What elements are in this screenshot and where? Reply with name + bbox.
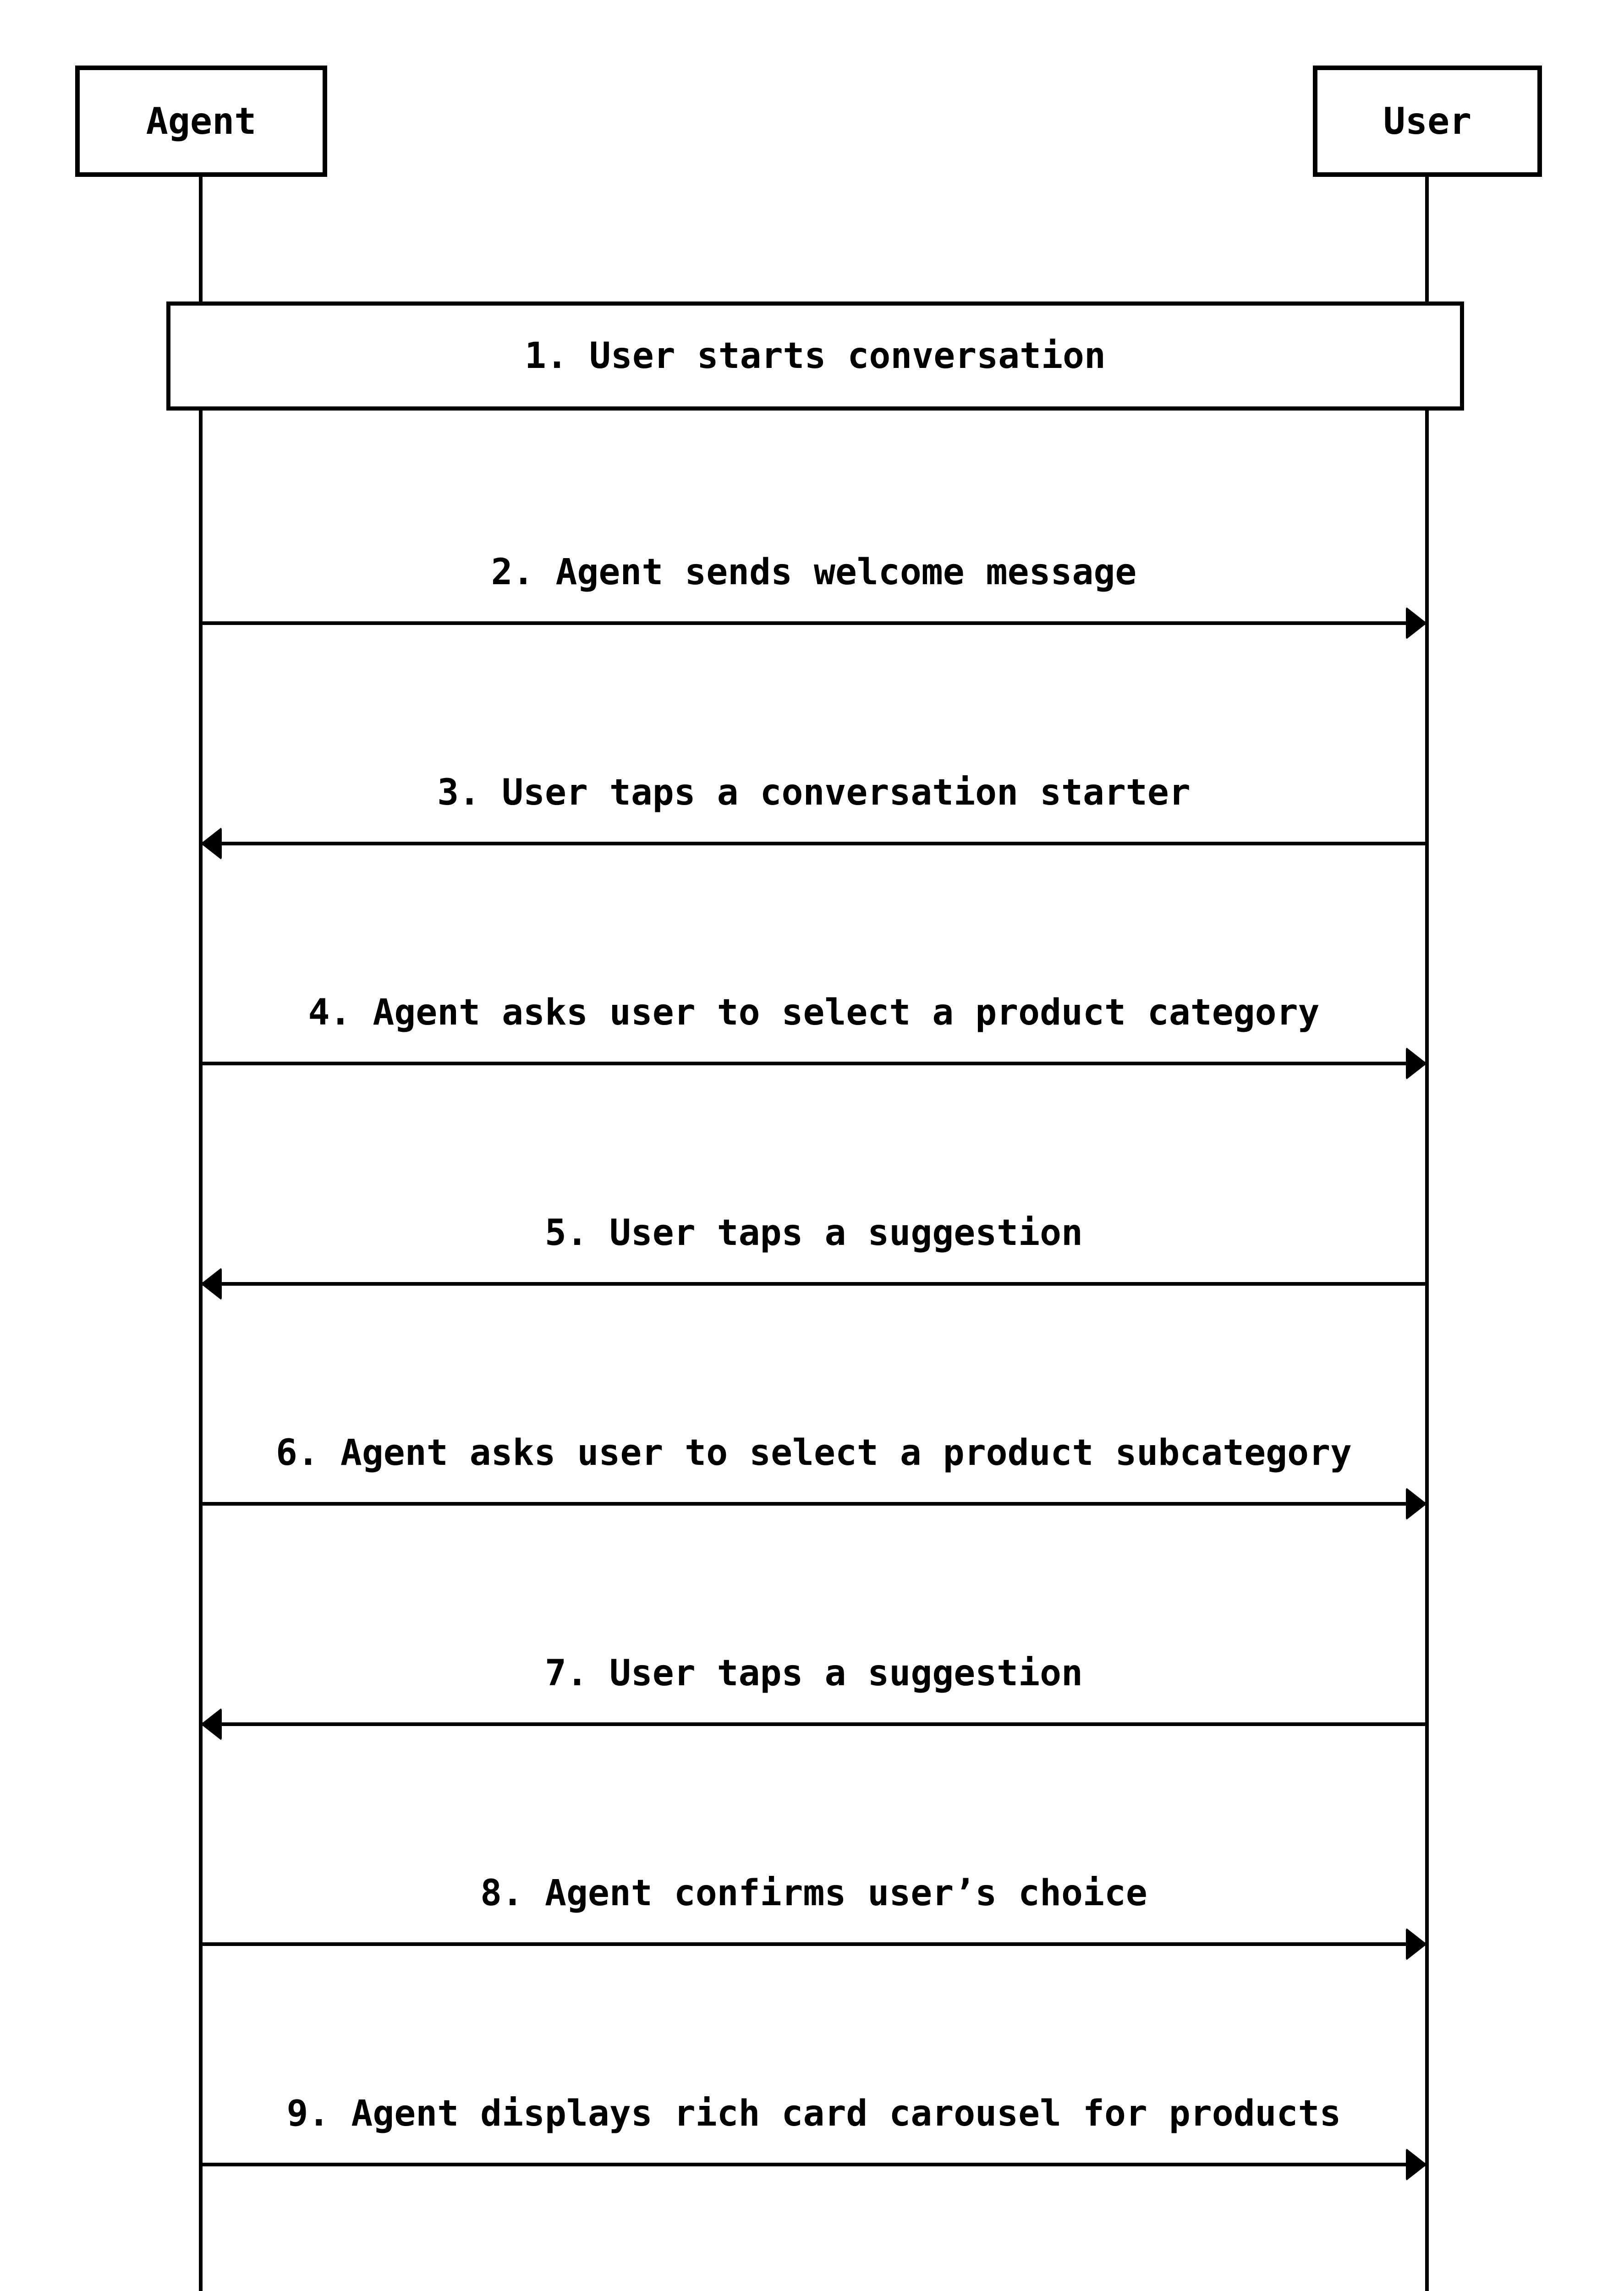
message-8-line — [201, 1928, 1427, 1961]
arrowhead-right-icon — [1406, 1928, 1427, 1961]
arrowhead-right-icon — [1406, 2148, 1427, 2181]
message-8-label: 8. Agent confirms user’s choice — [480, 1873, 1147, 1914]
agent-lifeline — [199, 177, 203, 2291]
message-6-line — [201, 1487, 1427, 1520]
arrowhead-right-icon — [1406, 607, 1427, 640]
message-3-line — [201, 827, 1427, 860]
message-4-line — [201, 1047, 1427, 1080]
message-2-line — [201, 607, 1427, 640]
user-lifeline — [1425, 177, 1429, 2291]
message-9-line — [201, 2148, 1427, 2181]
message-3-label: 3. User taps a conversation starter — [437, 772, 1191, 813]
arrowhead-right-icon — [1406, 1487, 1427, 1520]
actor-box-agent-top: Agent — [75, 66, 327, 177]
note-user-starts-conversation: 1. User starts conversation — [166, 301, 1464, 411]
message-9-label: 9. Agent displays rich card carousel for… — [286, 2093, 1341, 2134]
actor-box-user-top: User — [1313, 66, 1542, 177]
message-2-label: 2. Agent sends welcome message — [491, 552, 1137, 593]
actor-label-user: User — [1383, 100, 1472, 143]
message-5-label: 5. User taps a suggestion — [545, 1212, 1083, 1254]
message-4-label: 4. Agent asks user to select a product c… — [308, 992, 1320, 1033]
actor-label-agent: Agent — [146, 100, 257, 143]
arrowhead-left-icon — [201, 1708, 222, 1741]
note-label: 1. User starts conversation — [525, 335, 1106, 377]
message-7-line — [201, 1708, 1427, 1741]
arrowhead-left-icon — [201, 1267, 222, 1300]
message-7-label: 7. User taps a suggestion — [545, 1653, 1083, 1694]
arrowhead-left-icon — [201, 827, 222, 860]
message-5-line — [201, 1267, 1427, 1300]
message-6-label: 6. Agent asks user to select a product s… — [276, 1432, 1352, 1474]
arrowhead-right-icon — [1406, 1047, 1427, 1080]
